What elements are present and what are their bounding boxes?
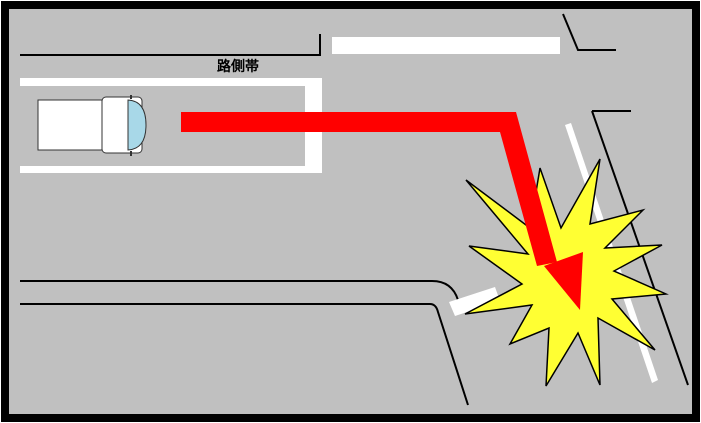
arrow-icon bbox=[181, 112, 583, 310]
road-edge-top-right bbox=[562, 13, 616, 51]
road-shoulder-label: 路側帯 bbox=[217, 58, 259, 75]
side-road-edge-lower bbox=[20, 303, 469, 406]
truck-icon bbox=[37, 95, 147, 156]
lane-marking-top bbox=[332, 37, 560, 54]
stop-line-marking bbox=[449, 287, 500, 316]
side-road-edge-upper bbox=[20, 280, 459, 301]
road-edge-top bbox=[20, 34, 321, 56]
